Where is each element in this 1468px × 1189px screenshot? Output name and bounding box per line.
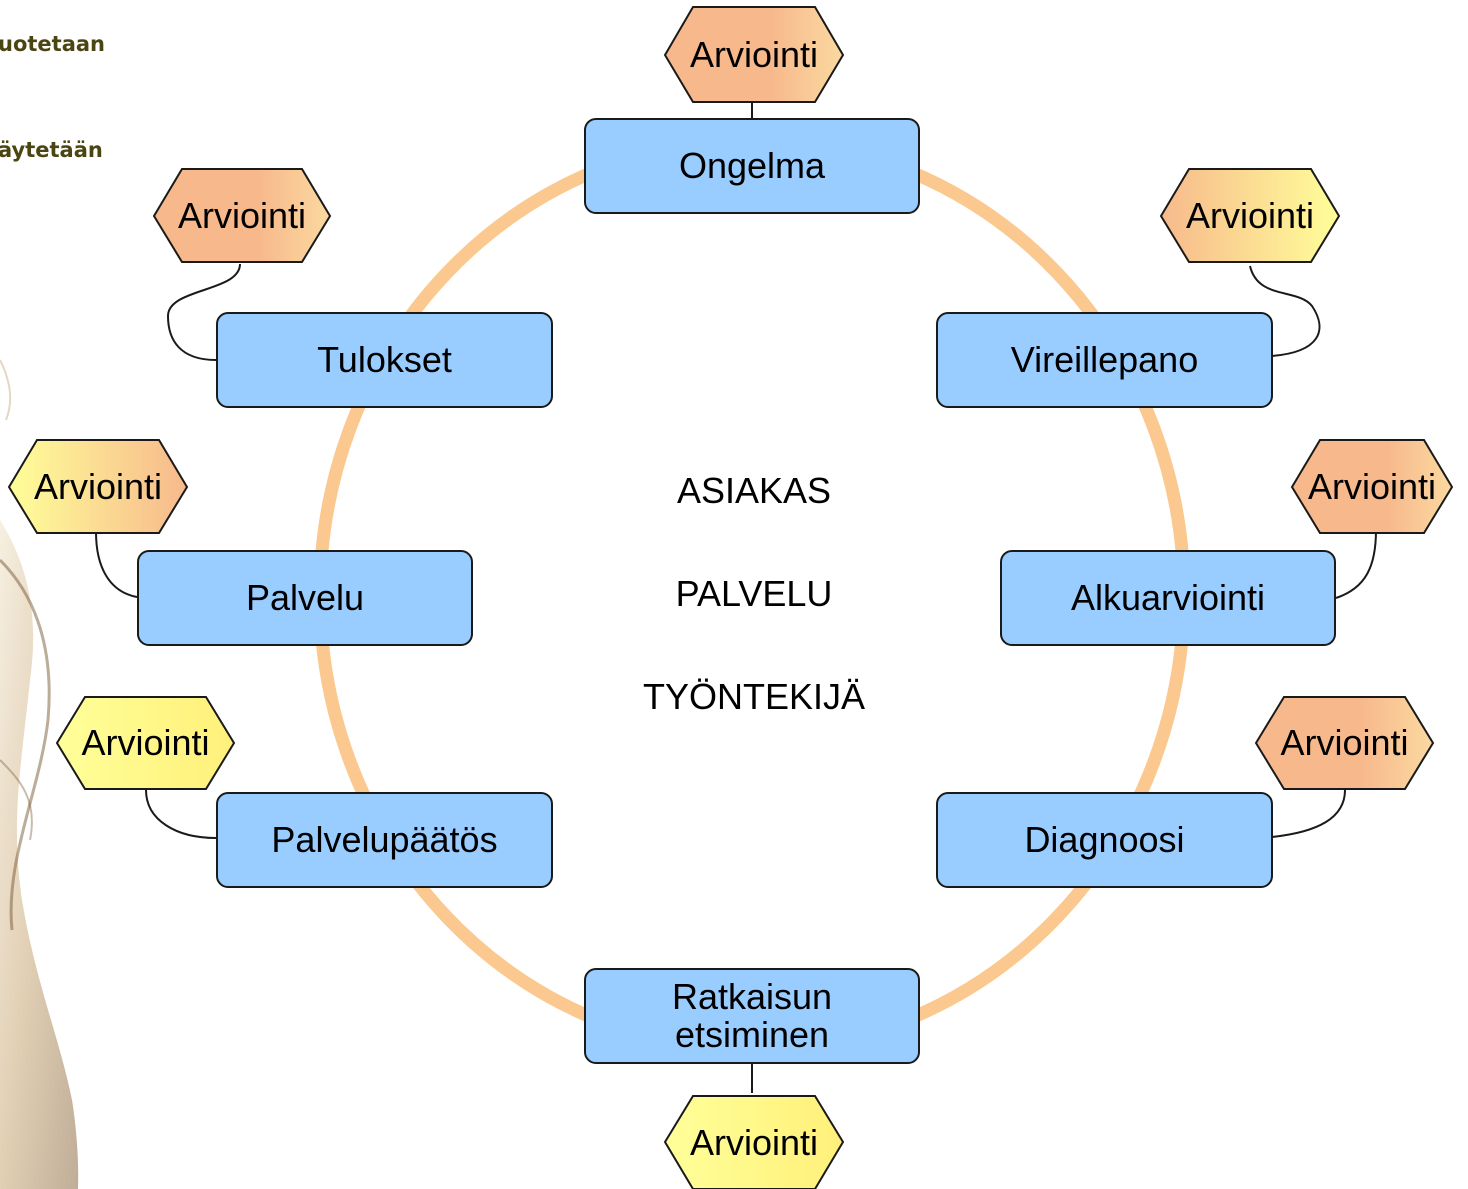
step-box-diagnoosi[interactable]: Diagnoosi [936, 792, 1273, 888]
evaluation-shapes [7, 6, 1454, 1189]
center-text-palvelu: PALVELU [675, 573, 833, 614]
evaluation-hex-ratkaisun-etsiminen[interactable]: Arviointi [665, 1096, 843, 1189]
evaluation-hex-alkuarviointi[interactable]: Arviointi [1292, 440, 1452, 533]
evaluation-hex-tulokset[interactable]: Arviointi [154, 169, 330, 262]
step-box-palvelupaatos[interactable]: Palvelupäätös [216, 792, 553, 888]
evaluation-hex-vireillepano[interactable]: Arviointi [1161, 169, 1339, 262]
step-box-tulokset[interactable]: Tulokset [216, 312, 553, 408]
decorative-figure [0, 359, 79, 1189]
evaluation-label: Arviointi [1280, 722, 1409, 763]
evaluation-hex-diagnoosi[interactable]: Arviointi [1256, 697, 1433, 789]
evaluation-label: Arviointi [1185, 194, 1315, 236]
legend-text-1: uotetaan [0, 32, 105, 56]
evaluation-hex-ongelma[interactable]: Arviointi [665, 7, 843, 102]
evaluation-label: Arviointi [689, 33, 819, 75]
step-box-vireillepano[interactable]: Vireillepano [936, 312, 1273, 408]
evaluation-label: Arviointi [1307, 465, 1437, 507]
center-text-asiakas: ASIAKAS [676, 470, 832, 511]
center-text-tyontekija: TYÖNTEKIJÄ [642, 676, 866, 717]
evaluation-hex-palvelupaatos[interactable]: Arviointi [57, 697, 234, 789]
evaluation-label: Arviointi [689, 1121, 819, 1163]
connectors [95, 102, 1377, 1093]
evaluation-label: Arviointi [177, 194, 307, 236]
step-box-palvelu[interactable]: Palvelu [137, 550, 473, 646]
evaluation-label: Arviointi [81, 722, 210, 763]
step-box-ongelma[interactable]: Ongelma [584, 118, 920, 214]
evaluation-label: Arviointi [33, 465, 163, 507]
legend-text-2: äytetään [0, 138, 103, 162]
step-box-alkuarviointi[interactable]: Alkuarviointi [1000, 550, 1336, 646]
evaluation-hex-palvelu[interactable]: Arviointi [9, 440, 187, 533]
step-box-ratkaisun-etsiminen[interactable]: Ratkaisun etsiminen [584, 968, 920, 1064]
